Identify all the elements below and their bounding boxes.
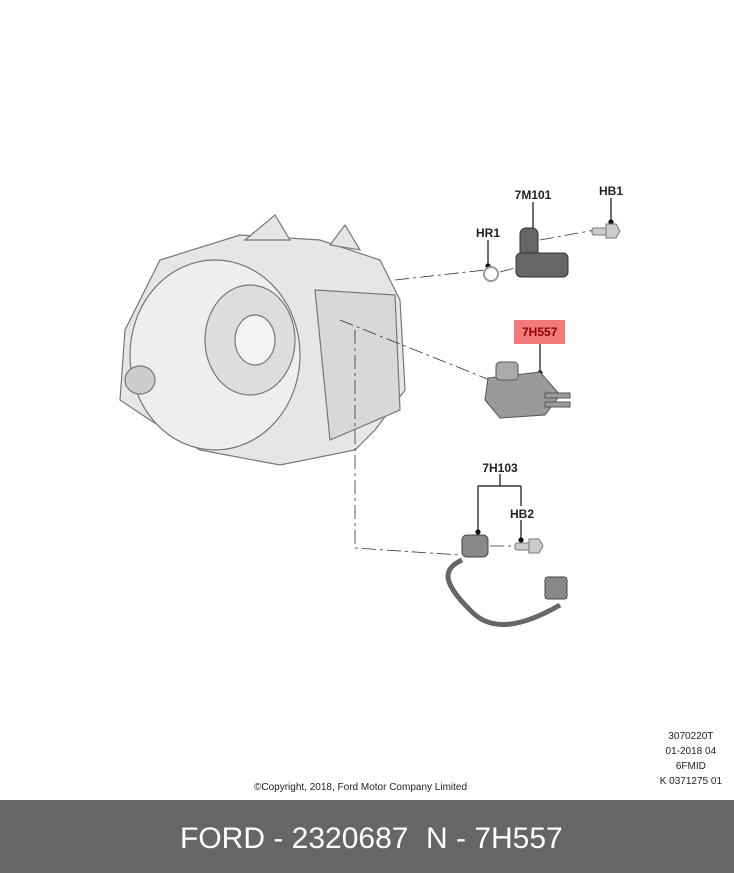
copyright-notice: ©Copyright, 2018, Ford Motor Company Lim… [254,782,468,793]
transmission-illustration [119,214,406,466]
parts-diagram [119,198,621,628]
sensor-7m101 [515,227,569,278]
part-number: FORD - 2320687 [180,822,409,855]
leader-lines [339,229,596,556]
meta-line: K 0371275 01 [659,776,722,787]
bolt-hb1 [591,223,621,239]
meta-line: 6FMID [675,761,706,772]
meta-line: 01-2018 04 [665,746,717,757]
meta-line: 3070220T [668,731,714,742]
callout-hb2: HB2 [509,507,535,521]
callout-hr1: HR1 [475,226,501,240]
sensor-7h103 [445,534,568,628]
diagram-metadata: 3070220T 01-2018 04 6FMID K 0371275 01 [660,729,722,789]
footer-bar: FORD - 2320687 N - 7H557 [0,800,734,873]
callout-7h557-highlighted: 7H557 [514,320,566,344]
switch-7h557 [484,361,571,419]
ring-hr1 [483,266,499,282]
reference-number: N - 7H557 [426,822,563,855]
callout-7m101: 7M101 [514,188,552,202]
callout-hb1: HB1 [598,184,624,198]
callout-7h103: 7H103 [482,461,518,475]
bolt-hb2 [514,538,544,554]
